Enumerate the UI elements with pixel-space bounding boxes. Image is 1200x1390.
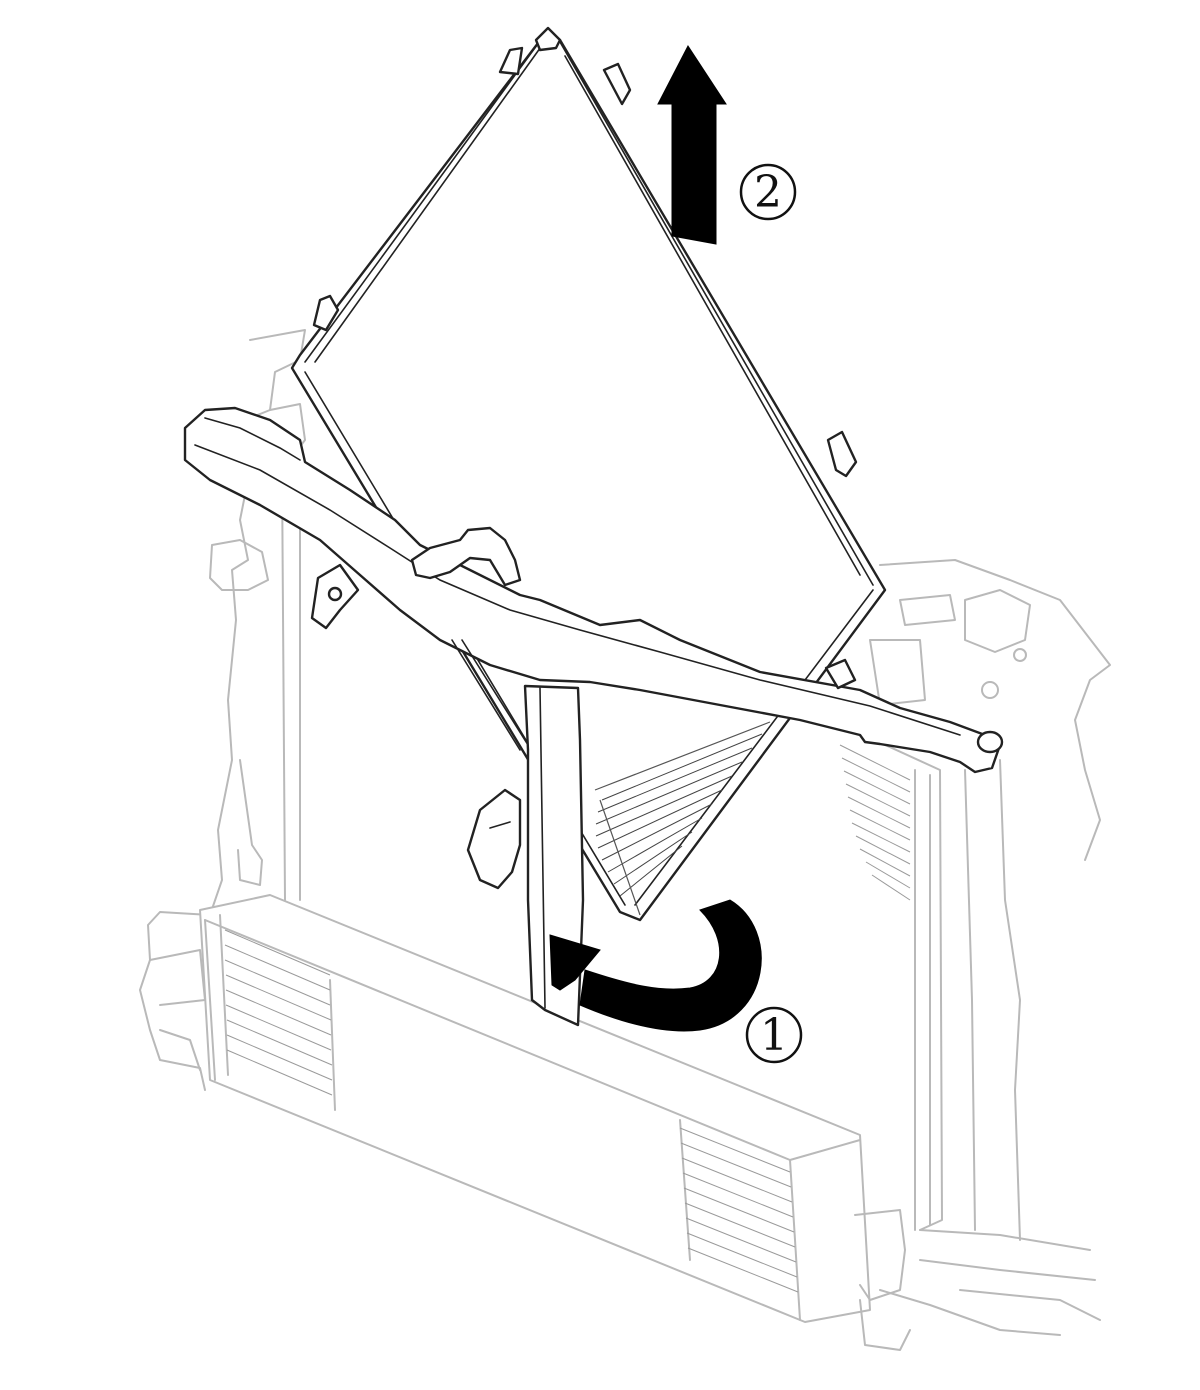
step-1-number: 1 [760,1010,788,1061]
step-1-circle [745,1006,803,1064]
upper-cross-member [183,406,1004,774]
step-2-number: 2 [754,167,782,218]
step-2-circle [739,163,797,221]
lift-arrow [657,45,727,245]
oil-cooler-ghost [199,894,911,1351]
step-label-2: 2 [739,163,797,221]
condenser-panel [290,26,887,922]
condenser-fins [594,721,771,916]
radiator-fins-right [839,744,911,901]
rotate-arrow [549,899,762,1032]
step-label-1: 1 [745,1006,803,1064]
